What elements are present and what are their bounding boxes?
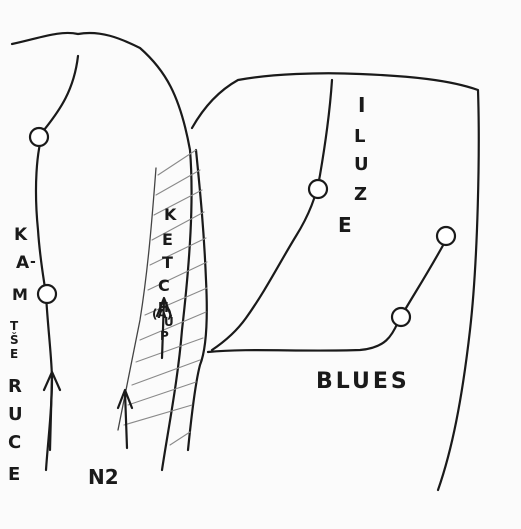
svg-text:I: I [358,93,365,117]
left-tower-outline [10,31,193,472]
svg-text:U: U [164,315,174,329]
right-massif-outline [190,72,480,492]
svg-text:U: U [8,404,23,425]
chimney-hatching [123,149,208,446]
route-line-blues [206,238,448,354]
arrow-up-ketchup [155,296,173,360]
label-ketchup: K E T C H U P [158,205,177,343]
belay-node-iluze [307,178,329,200]
svg-text:T: T [162,253,173,272]
svg-text:C: C [8,432,21,453]
svg-text:M: M [12,285,28,304]
svg-text:R: R [8,376,22,397]
label-blues: BLUES [316,369,410,394]
svg-text:K: K [14,225,28,245]
svg-text:U: U [354,154,369,175]
label-kamena-extra: T Š E [10,319,19,361]
route-line-kamena [34,54,80,472]
belay-node-top-left [28,126,50,148]
label-kamena: K A M - [12,225,36,304]
label-ruce: R U C E [8,376,23,485]
svg-text:E: E [8,464,20,485]
svg-text:E: E [162,230,173,249]
svg-text:K: K [164,205,177,224]
label-ketchup-note: (A) [152,307,172,321]
chimney-right-wall [186,148,208,452]
svg-text:Z: Z [354,184,367,205]
belay-node-mid-left [36,283,58,305]
svg-text:-: - [30,254,36,270]
belay-node-blues-lower [390,306,412,328]
label-iluze: I L U Z E [338,93,369,237]
route-line-iluze [210,78,334,352]
svg-text:P: P [160,329,169,343]
belay-node-blues-upper [435,225,457,247]
svg-text:T: T [10,319,19,333]
svg-text:L: L [354,126,365,147]
svg-text:E: E [10,347,18,361]
svg-text:H: H [158,301,169,316]
svg-text:A: A [16,253,30,273]
arrow-up-n2 [116,388,134,450]
label-n2: N2 [88,465,119,489]
arrow-up-left-route [42,370,62,452]
svg-text:Š: Š [10,332,19,347]
svg-text:C: C [158,276,170,295]
svg-text:E: E [338,213,352,237]
